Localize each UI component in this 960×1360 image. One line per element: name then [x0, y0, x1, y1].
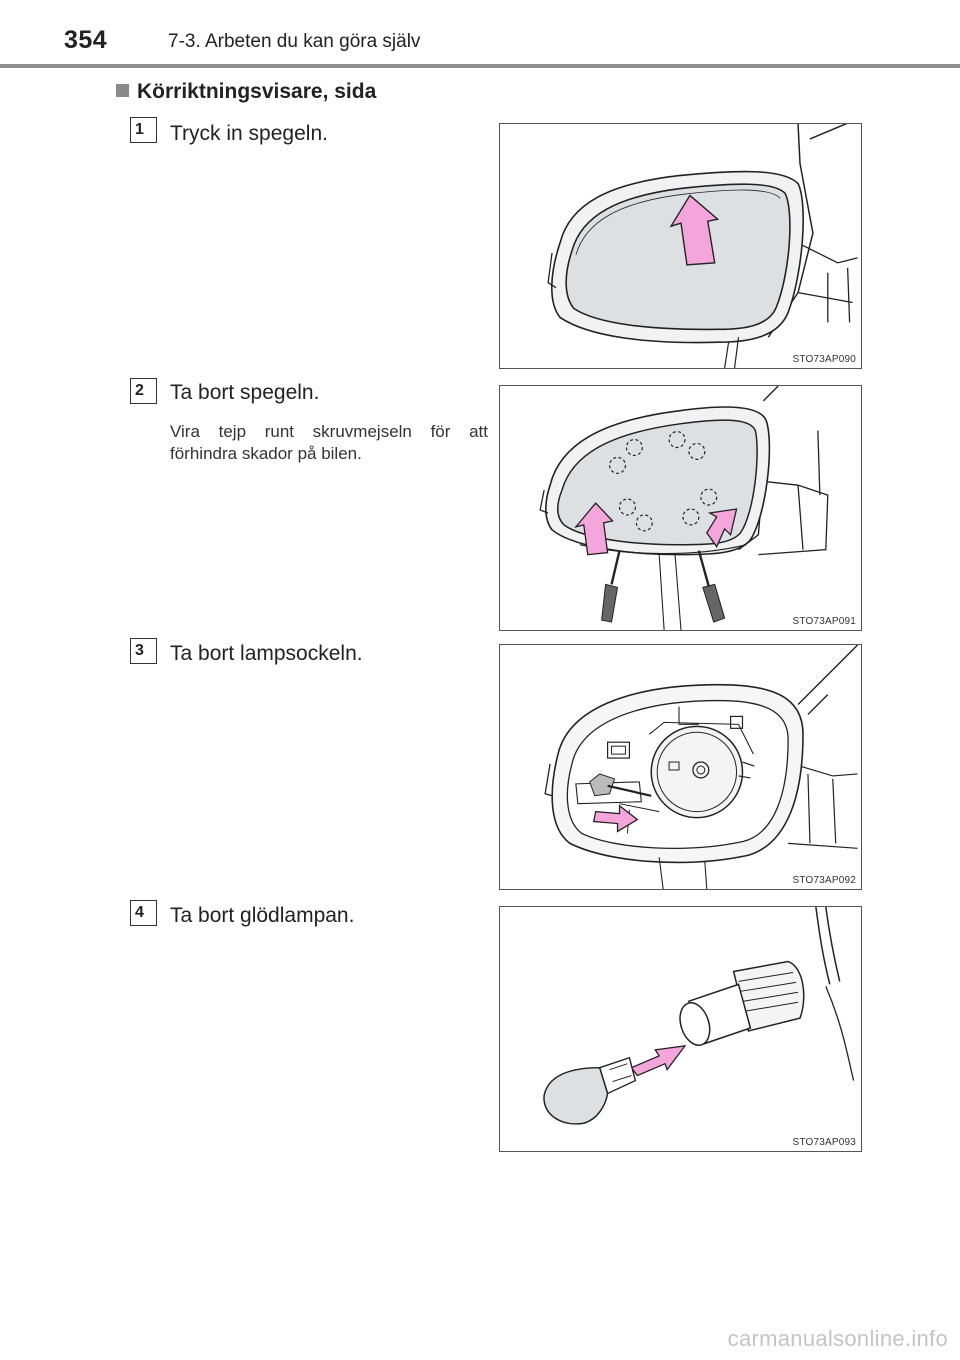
step-1-text: Tryck in spegeln. — [170, 122, 328, 145]
mirror-glass — [565, 183, 791, 331]
mirror-glass-2 — [557, 419, 758, 546]
pry-arrow-right-icon — [706, 508, 738, 548]
figure-2-remove-mirror: STO73AP091 — [499, 385, 862, 631]
figure-4-code: STO73AP093 — [791, 1137, 857, 1148]
figure-1-code: STO73AP090 — [791, 354, 857, 365]
pull-out-arrow-icon — [630, 1045, 687, 1077]
mirror-removal-illustration — [539, 386, 829, 630]
step-4-text: Ta bort glödlampan. — [170, 904, 355, 927]
step-1-number: 1 — [130, 117, 157, 143]
section-heading-text: Körriktningsvisare, sida — [137, 80, 377, 103]
figure-3-code: STO73AP092 — [791, 875, 857, 886]
figure-3-remove-socket: STO73AP092 — [499, 644, 862, 890]
section-heading: Körriktningsvisare, sida — [116, 80, 376, 104]
push-arrow-icon — [669, 194, 720, 266]
step-2-number: 2 — [130, 378, 157, 404]
socket-removal-illustration — [544, 645, 859, 889]
chapter-title: 7-3. Arbeten du kan göra själv — [168, 31, 421, 52]
bulb-removal-illustration — [543, 907, 855, 1125]
screwdriver-left-icon — [601, 550, 621, 623]
pry-arrow-left-icon — [574, 502, 614, 556]
screwdriver-right-icon — [697, 550, 726, 623]
bulb-socket — [679, 960, 805, 1046]
step-2-note: Vira tejp runt skruvmejseln för att förh… — [170, 422, 488, 463]
header-rule — [0, 64, 960, 68]
clip-markers — [608, 431, 718, 532]
mirror-push-illustration — [547, 124, 858, 368]
step-3-number: 3 — [130, 638, 157, 664]
step-2-text: Ta bort spegeln. — [170, 381, 320, 404]
figure-2-code: STO73AP091 — [791, 616, 857, 627]
section-square-icon — [116, 84, 129, 97]
figure-4-remove-bulb: STO73AP093 — [499, 906, 862, 1152]
step-4-number: 4 — [130, 900, 157, 926]
watermark: carmanualsonline.info — [727, 1326, 948, 1351]
glow-bulb — [543, 1056, 637, 1125]
figure-1-push-mirror: STO73AP090 — [499, 123, 862, 369]
page-number: 354 — [64, 26, 108, 54]
step-3-text: Ta bort lampsockeln. — [170, 642, 363, 665]
pull-arrow-icon — [592, 804, 639, 833]
